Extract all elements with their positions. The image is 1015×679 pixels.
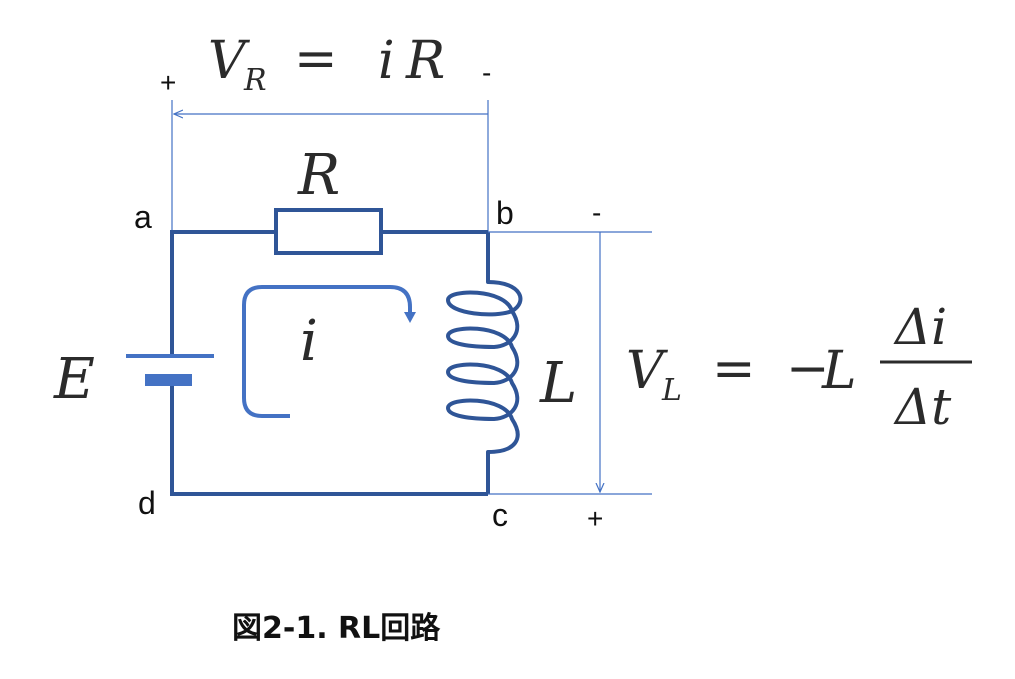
vr-dimension: + -	[160, 57, 491, 232]
wire-bottom	[170, 381, 488, 496]
formula-vr-sub: R	[243, 63, 267, 98]
node-d-label: d	[138, 485, 156, 521]
formula-vl-denominator: Δt	[893, 378, 952, 436]
formula-vr-eq: =	[294, 29, 338, 89]
vr-plus-sign: +	[160, 67, 176, 98]
wire-top-left	[170, 230, 276, 356]
node-a-label: a	[134, 199, 152, 235]
vl-dimension: - +	[488, 197, 652, 534]
formula-vl-l: L	[821, 341, 857, 401]
inductor-coil	[445, 280, 523, 454]
current-loop-arrow	[242, 285, 416, 418]
formula-vr-v: V	[208, 31, 250, 91]
vl-minus-sign: -	[592, 197, 601, 228]
battery	[126, 354, 214, 386]
source-label: E	[53, 347, 95, 412]
formula-vl: V L = − L Δi Δt	[626, 298, 972, 436]
formula-vl-eq: =	[712, 339, 756, 399]
resistor-label: R	[297, 143, 340, 208]
formula-vl-numerator: Δi	[893, 298, 947, 356]
formula-vl-minus: −	[786, 339, 830, 399]
formula-vr-r: R	[405, 31, 445, 91]
figure-caption: 図2-1. RL回路	[232, 611, 441, 646]
formula-vl-v: V	[626, 341, 668, 401]
battery-negative-plate	[145, 374, 192, 386]
inductor-label: L	[539, 351, 577, 416]
node-c-label: c	[492, 497, 508, 533]
resistor	[274, 208, 383, 255]
vr-minus-sign: -	[482, 57, 491, 88]
current-label: i	[300, 309, 318, 374]
formula-vr-i: i	[378, 31, 395, 91]
vl-plus-sign: +	[587, 503, 603, 534]
node-b-label: b	[496, 195, 514, 231]
circuit-wires	[170, 230, 490, 496]
formula-vr: V R = i R	[208, 29, 445, 98]
formula-vl-sub: L	[661, 373, 682, 408]
